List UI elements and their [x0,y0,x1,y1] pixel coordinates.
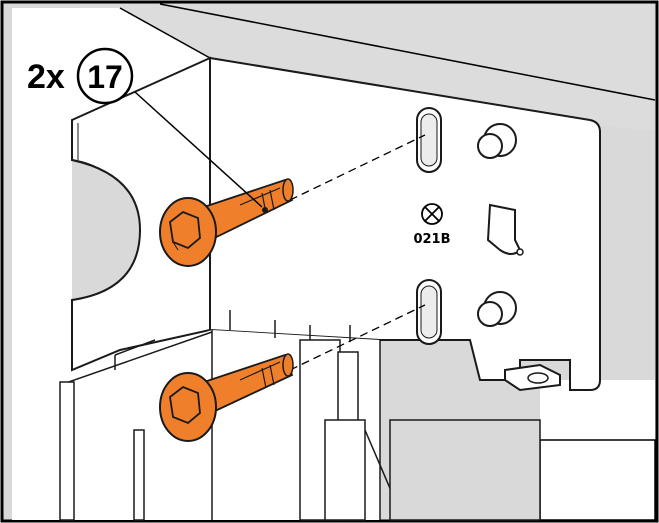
upper-anchor-bolt [159,178,294,267]
part-callout: 2x 17 [27,47,134,105]
upper-stud [477,123,517,159]
callout-quantity: 2x [27,58,65,96]
mounting-bracket [71,56,601,392]
alignment-guides [289,134,426,371]
spring-clip [486,203,522,255]
nut-symbol-icon [421,203,443,225]
part-number-circle [76,47,134,105]
lower-anchor-bolt [159,353,294,442]
callout-part-number: 17 [87,59,123,95]
left-rail [59,381,75,521]
callout-leader-line [134,91,263,208]
marking-code: 021B [413,232,450,247]
appliance-frame [59,310,541,521]
lower-stud [477,291,517,327]
